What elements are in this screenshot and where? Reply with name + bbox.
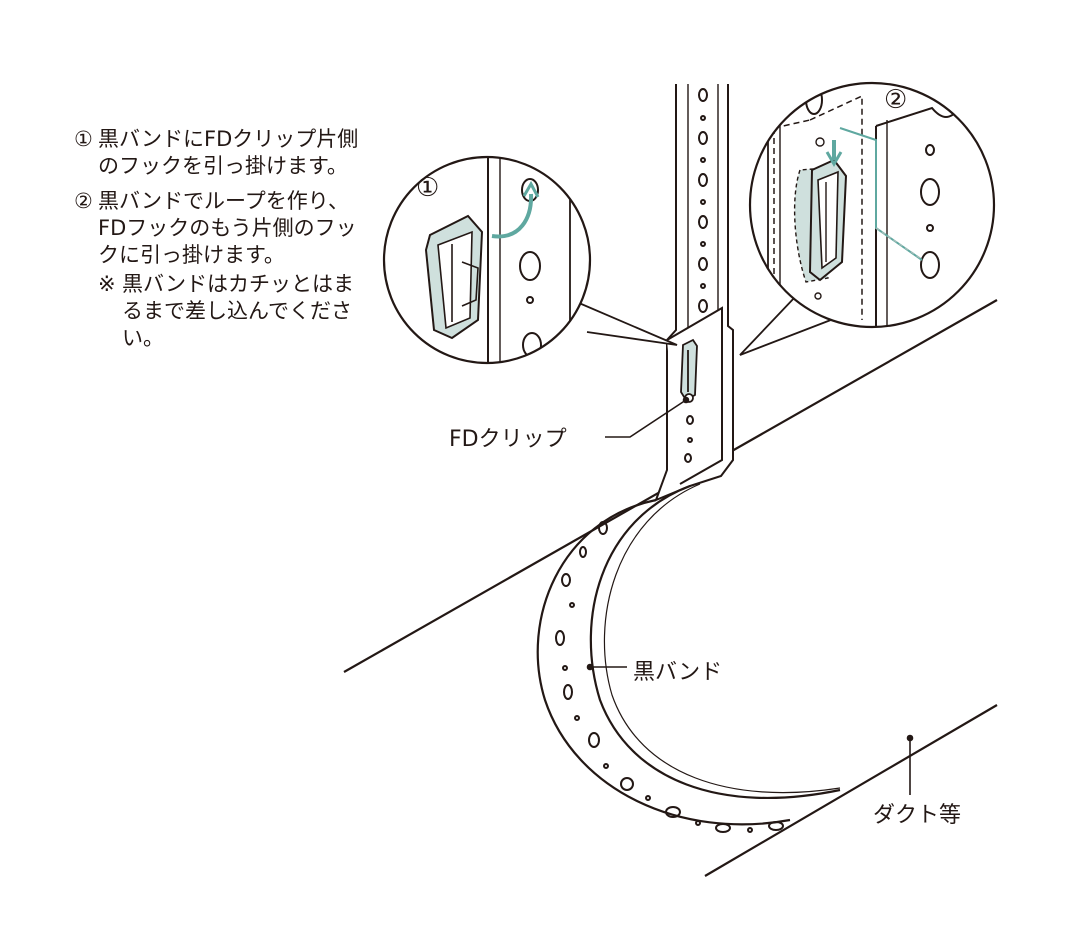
instruction-step-1: ① 黒バンドにFDクリップ片側のフックを引っ掛けます。: [74, 126, 364, 180]
detail-number-1: ①: [416, 173, 439, 203]
duct-bottom-edge: [704, 704, 998, 877]
label-black-band: 黒バンド: [633, 660, 723, 685]
detail-number-2: ②: [884, 85, 907, 115]
detail-circle-1: ①: [382, 155, 678, 365]
label-duct: ダクト等: [873, 803, 962, 828]
instruction-note: ※ 黒バンドはカチッとはまるまで差し込んでください。: [98, 271, 364, 352]
band-vertical-strip: [654, 84, 734, 502]
note-text: 黒バンドはカチッとはまるまで差し込んでください。: [122, 272, 355, 350]
label-fd-clip: FDクリップ: [449, 427, 567, 452]
leader-fd-clip: [605, 399, 687, 438]
instruction-text: ① 黒バンドにFDクリップ片側のフックを引っ掛けます。 ② 黒バンドでループを作…: [74, 126, 364, 352]
step-number-1: ①: [74, 127, 93, 151]
detail-circle-2: ②: [739, 81, 996, 356]
step-number-2: ②: [74, 189, 93, 213]
band-holes-upper: [684, 88, 708, 463]
fd-clip-on-band: [680, 338, 698, 403]
leader-lines: [586, 396, 914, 795]
step-text-1: 黒バンドにFDクリップ片側のフックを引っ掛けます。: [98, 127, 359, 178]
step-text-2: 黒バンドでループを作り、FDフックのもう片側のフックに引っ掛けます。: [98, 189, 357, 267]
band-loop-holes: [555, 521, 784, 833]
band-loop: [536, 483, 841, 826]
instruction-step-2: ② 黒バンドでループを作り、FDフックのもう片側のフックに引っ掛けます。: [74, 188, 364, 269]
note-mark: ※: [98, 272, 116, 296]
